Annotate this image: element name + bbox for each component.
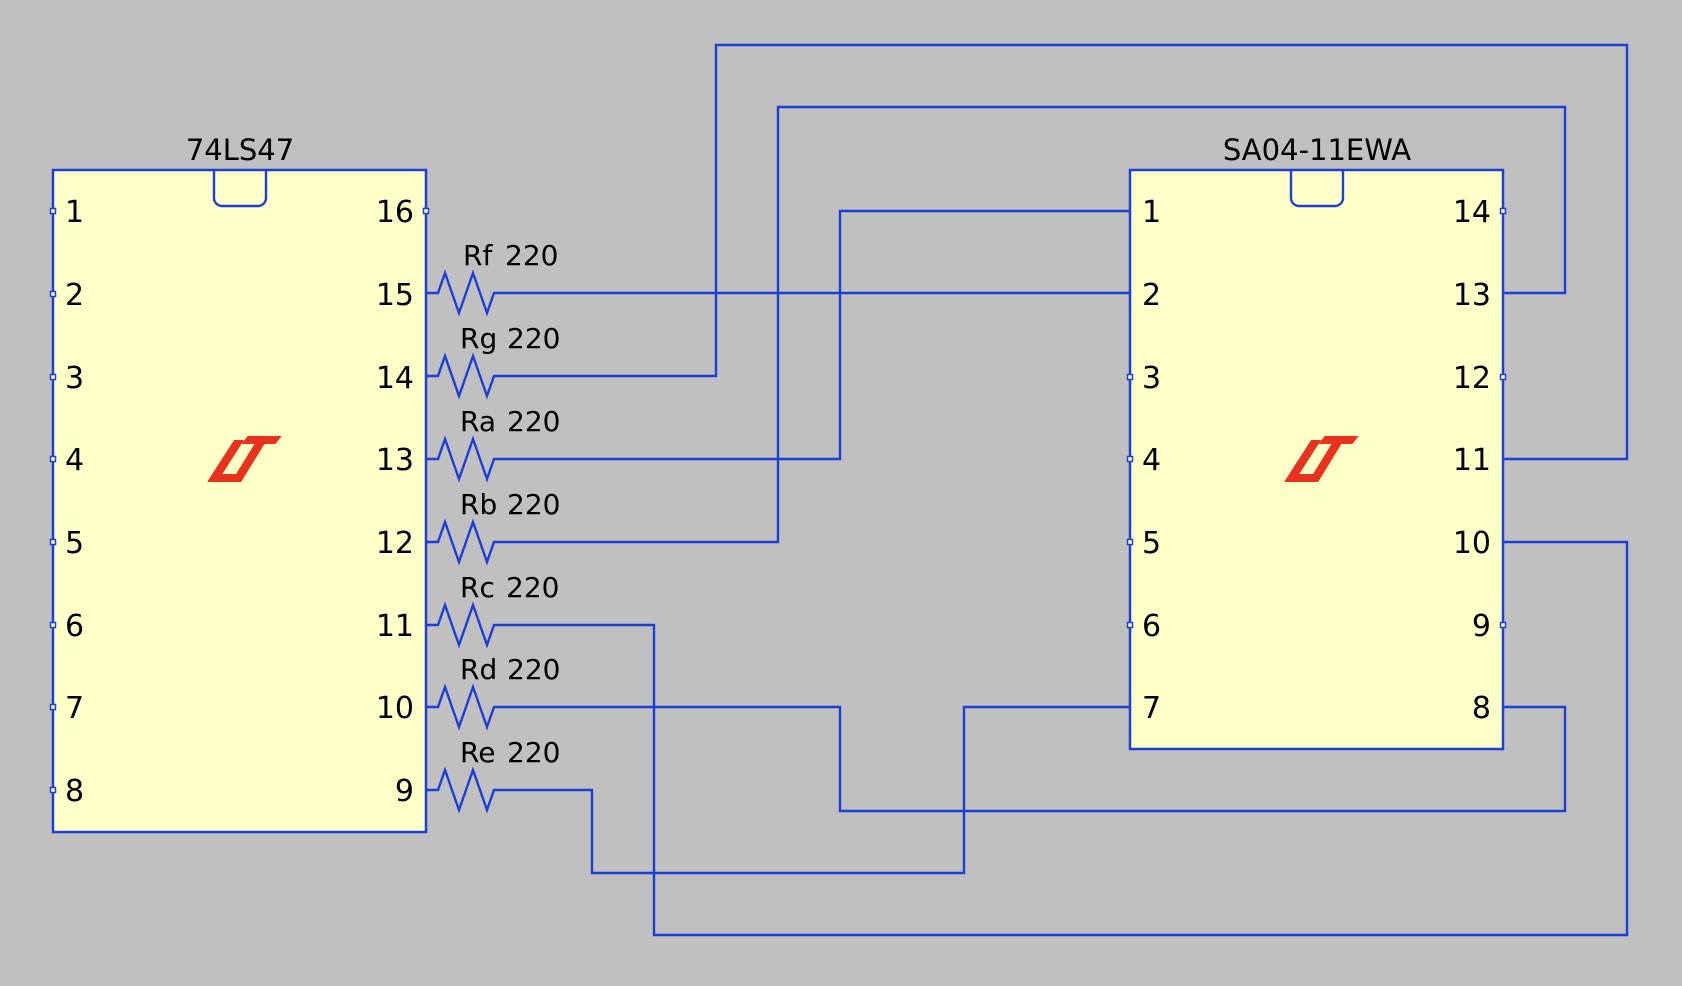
pin-marker[interactable] — [49, 703, 57, 711]
pin-marker[interactable] — [49, 538, 57, 546]
resistor-ra[interactable]: Ra 220 — [426, 405, 560, 483]
resistor-rf-value: 220 — [505, 239, 558, 272]
resistor-rc-symbol — [426, 601, 520, 649]
wire-re[interactable] — [520, 705, 1130, 875]
resistor-rd[interactable]: Rd 220 — [426, 653, 560, 731]
resistor-rb[interactable]: Rb 220 — [426, 488, 560, 566]
pin-label: 14 — [376, 361, 414, 396]
resistor-rg-name: Rg — [460, 322, 497, 355]
pin-label: 7 — [1142, 691, 1161, 726]
pin-label: 1 — [65, 195, 84, 230]
pin-marker[interactable] — [1126, 538, 1134, 546]
pin-label: 6 — [65, 609, 84, 644]
pin-label: 9 — [395, 774, 414, 809]
resistor-rg-value: 220 — [507, 322, 560, 355]
resistor-rc-value: 220 — [506, 571, 559, 604]
resistor-rd-value: 220 — [507, 653, 560, 686]
pin-marker[interactable] — [422, 207, 430, 215]
pin-label: 2 — [65, 278, 84, 313]
chip-74ls47-right-pins: 16 15 14 13 12 11 10 9 — [376, 195, 430, 809]
pin-marker[interactable] — [1499, 373, 1507, 381]
pin-label: 1 — [1142, 195, 1161, 230]
pin-marker[interactable] — [1499, 207, 1507, 215]
wire-rc[interactable] — [520, 540, 1629, 937]
pin-label: 4 — [65, 443, 84, 478]
pin-marker[interactable] — [1126, 621, 1134, 629]
resistor-rg[interactable]: Rg 220 — [426, 322, 560, 400]
resistor-ra-value: 220 — [507, 405, 560, 438]
wires — [520, 43, 1629, 937]
pin-label: 9 — [1472, 609, 1491, 644]
pin-label: 14 — [1453, 195, 1491, 230]
resistor-rg-symbol — [426, 352, 520, 400]
pin-label: 7 — [65, 691, 84, 726]
resistor-re-name: Re — [460, 736, 495, 769]
resistor-re-value: 220 — [507, 736, 560, 769]
wire-rb[interactable] — [520, 105, 1567, 544]
chip-74ls47[interactable]: 74LS47 1 2 3 4 5 6 7 8 16 — [49, 133, 430, 834]
resistor-rf-symbol — [426, 269, 520, 317]
pin-label: 13 — [376, 443, 414, 478]
resistor-rc[interactable]: Rc 220 — [426, 571, 559, 649]
resistor-rd-name: Rd — [460, 653, 497, 686]
pin-label: 3 — [1142, 361, 1161, 396]
chip-74ls47-body — [51, 168, 428, 834]
resistor-ra-symbol — [426, 435, 520, 483]
wire-ra[interactable] — [520, 209, 1130, 461]
pin-marker[interactable] — [49, 621, 57, 629]
pin-label: 2 — [1142, 278, 1161, 313]
chip-sa04-11ewa-notch — [1289, 170, 1345, 208]
chip-sa04-11ewa-title: SA04-11EWA — [1223, 133, 1411, 167]
chip-74ls47-notch — [212, 170, 268, 208]
pin-label: 8 — [65, 774, 84, 809]
chip-sa04-11ewa-right-pins: 14 13 12 11 10 9 8 — [1453, 195, 1507, 726]
linear-technology-logo-icon — [1284, 436, 1359, 482]
pin-marker[interactable] — [49, 455, 57, 463]
pin-label: 10 — [1453, 526, 1491, 561]
resistor-rf[interactable]: Rf 220 — [426, 239, 558, 317]
pin-label: 13 — [1453, 278, 1491, 313]
pin-label: 5 — [1142, 526, 1161, 561]
pin-marker[interactable] — [49, 373, 57, 381]
resistor-re[interactable]: Re 220 — [426, 736, 560, 814]
linear-technology-logo-icon — [207, 436, 282, 482]
pin-marker[interactable] — [1499, 621, 1507, 629]
pin-marker[interactable] — [49, 290, 57, 298]
pin-label: 5 — [65, 526, 84, 561]
resistor-rb-symbol — [426, 518, 520, 566]
pin-marker[interactable] — [49, 207, 57, 215]
pin-label: 16 — [376, 195, 414, 230]
resistor-rf-name: Rf — [463, 239, 493, 272]
pin-marker[interactable] — [1126, 373, 1134, 381]
pin-marker[interactable] — [49, 786, 57, 794]
pin-label: 11 — [1453, 443, 1491, 478]
resistor-rd-symbol — [426, 683, 520, 731]
pin-label: 12 — [376, 526, 414, 561]
pin-label: 3 — [65, 361, 84, 396]
chip-sa04-11ewa-left-pins: 1 2 3 4 5 6 7 — [1126, 195, 1161, 726]
resistor-ra-name: Ra — [460, 405, 496, 438]
wire-rd[interactable] — [520, 705, 1567, 813]
pin-label: 6 — [1142, 609, 1161, 644]
resistor-re-symbol — [426, 766, 520, 814]
chip-74ls47-left-pins: 1 2 3 4 5 6 7 8 — [49, 195, 84, 809]
pin-label: 8 — [1472, 691, 1491, 726]
pin-label: 12 — [1453, 361, 1491, 396]
chip-sa04-11ewa[interactable]: SA04-11EWA 1 2 3 4 5 6 7 14 13 12 11 — [1126, 133, 1507, 751]
pin-label: 11 — [376, 609, 414, 644]
resistor-rc-name: Rc — [460, 571, 495, 604]
pin-label: 10 — [376, 691, 414, 726]
pin-marker[interactable] — [1126, 455, 1134, 463]
chip-74ls47-title: 74LS47 — [186, 133, 294, 167]
resistor-rb-name: Rb — [460, 488, 497, 521]
resistor-rb-value: 220 — [507, 488, 560, 521]
pin-label: 15 — [376, 278, 414, 313]
wire-rg[interactable] — [520, 43, 1629, 461]
pin-label: 4 — [1142, 443, 1161, 478]
chip-sa04-11ewa-body — [1128, 168, 1505, 751]
